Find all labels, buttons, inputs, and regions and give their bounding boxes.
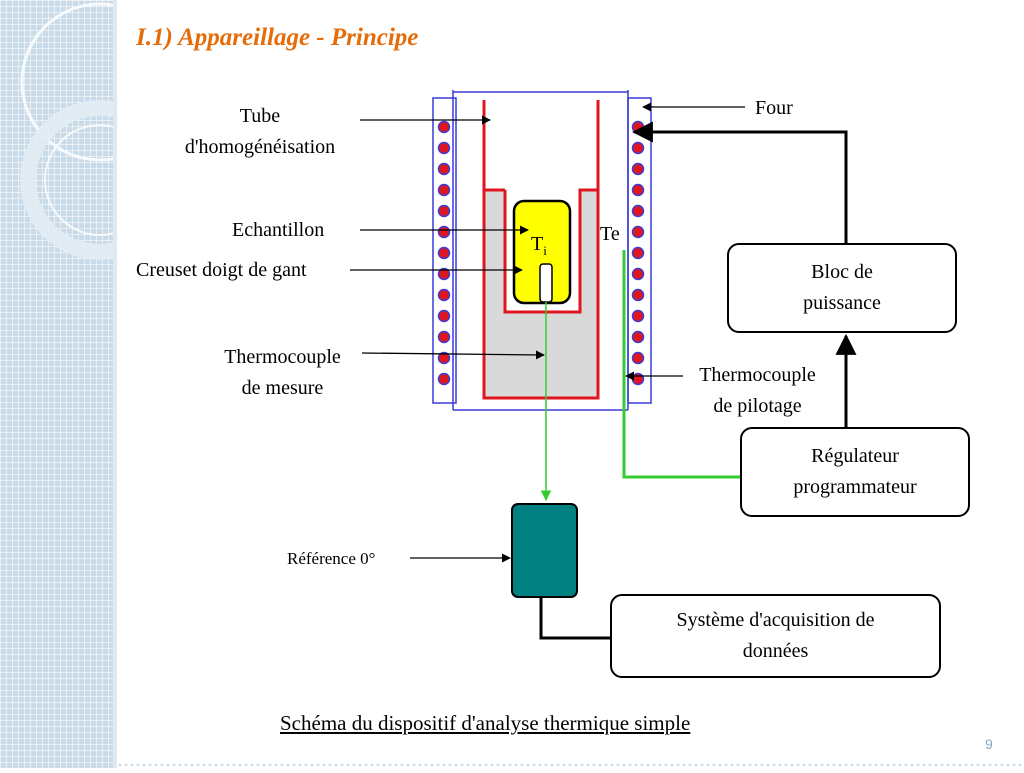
coil-dot	[437, 288, 451, 302]
sidebar-decoration	[0, 0, 180, 768]
coil-dot	[437, 162, 451, 176]
junction-to-acquisition-line	[539, 597, 612, 640]
sidebar-edge	[113, 0, 117, 768]
four-label: Four	[755, 97, 793, 119]
coil-dot	[631, 372, 645, 386]
coil-dot	[631, 267, 645, 281]
te-label: Te	[600, 223, 620, 245]
coil-dot	[437, 351, 451, 365]
diagram-caption: Schéma du dispositif d'analyse thermique…	[280, 711, 691, 735]
creuset-label: Creuset doigt de gant	[136, 259, 307, 281]
power-to-furnace-line	[631, 121, 848, 243]
coil-dot	[631, 330, 645, 344]
coil-dot	[437, 141, 451, 155]
thermocouple-sheath	[539, 263, 553, 303]
coil-dot	[437, 372, 451, 386]
coil-dot	[437, 183, 451, 197]
furnace-coil-right	[631, 120, 645, 386]
echantillon-label: Echantillon	[232, 219, 325, 241]
coil-dot	[437, 246, 451, 260]
coil-dot	[631, 183, 645, 197]
pilot-thermocouple-wire	[622, 250, 742, 479]
reference-label: Référence 0°	[287, 549, 376, 568]
coil-dot	[437, 225, 451, 239]
coil-dot	[437, 330, 451, 344]
coil-dot	[437, 120, 451, 134]
coil-dot	[631, 162, 645, 176]
coil-dot	[631, 246, 645, 260]
coil-dot	[631, 351, 645, 365]
page-number: 9	[985, 736, 993, 752]
coil-dot	[631, 204, 645, 218]
coil-dot	[631, 309, 645, 323]
sample-temperature-label: Ti	[531, 233, 547, 258]
coil-dot	[631, 288, 645, 302]
bottom-decoration	[117, 762, 1024, 768]
homogenisation-tube	[482, 100, 600, 400]
furnace-outline	[432, 90, 652, 411]
coil-dot	[631, 141, 645, 155]
furnace-coil-left	[437, 120, 451, 386]
coil-dot	[631, 225, 645, 239]
reference-junction-block	[511, 503, 578, 598]
coil-dot	[437, 309, 451, 323]
slide-title: I.1) Appareillage - Principe	[136, 24, 419, 51]
coil-dot	[437, 204, 451, 218]
thermo-mesure-arrow	[361, 350, 545, 360]
coil-dot	[437, 267, 451, 281]
